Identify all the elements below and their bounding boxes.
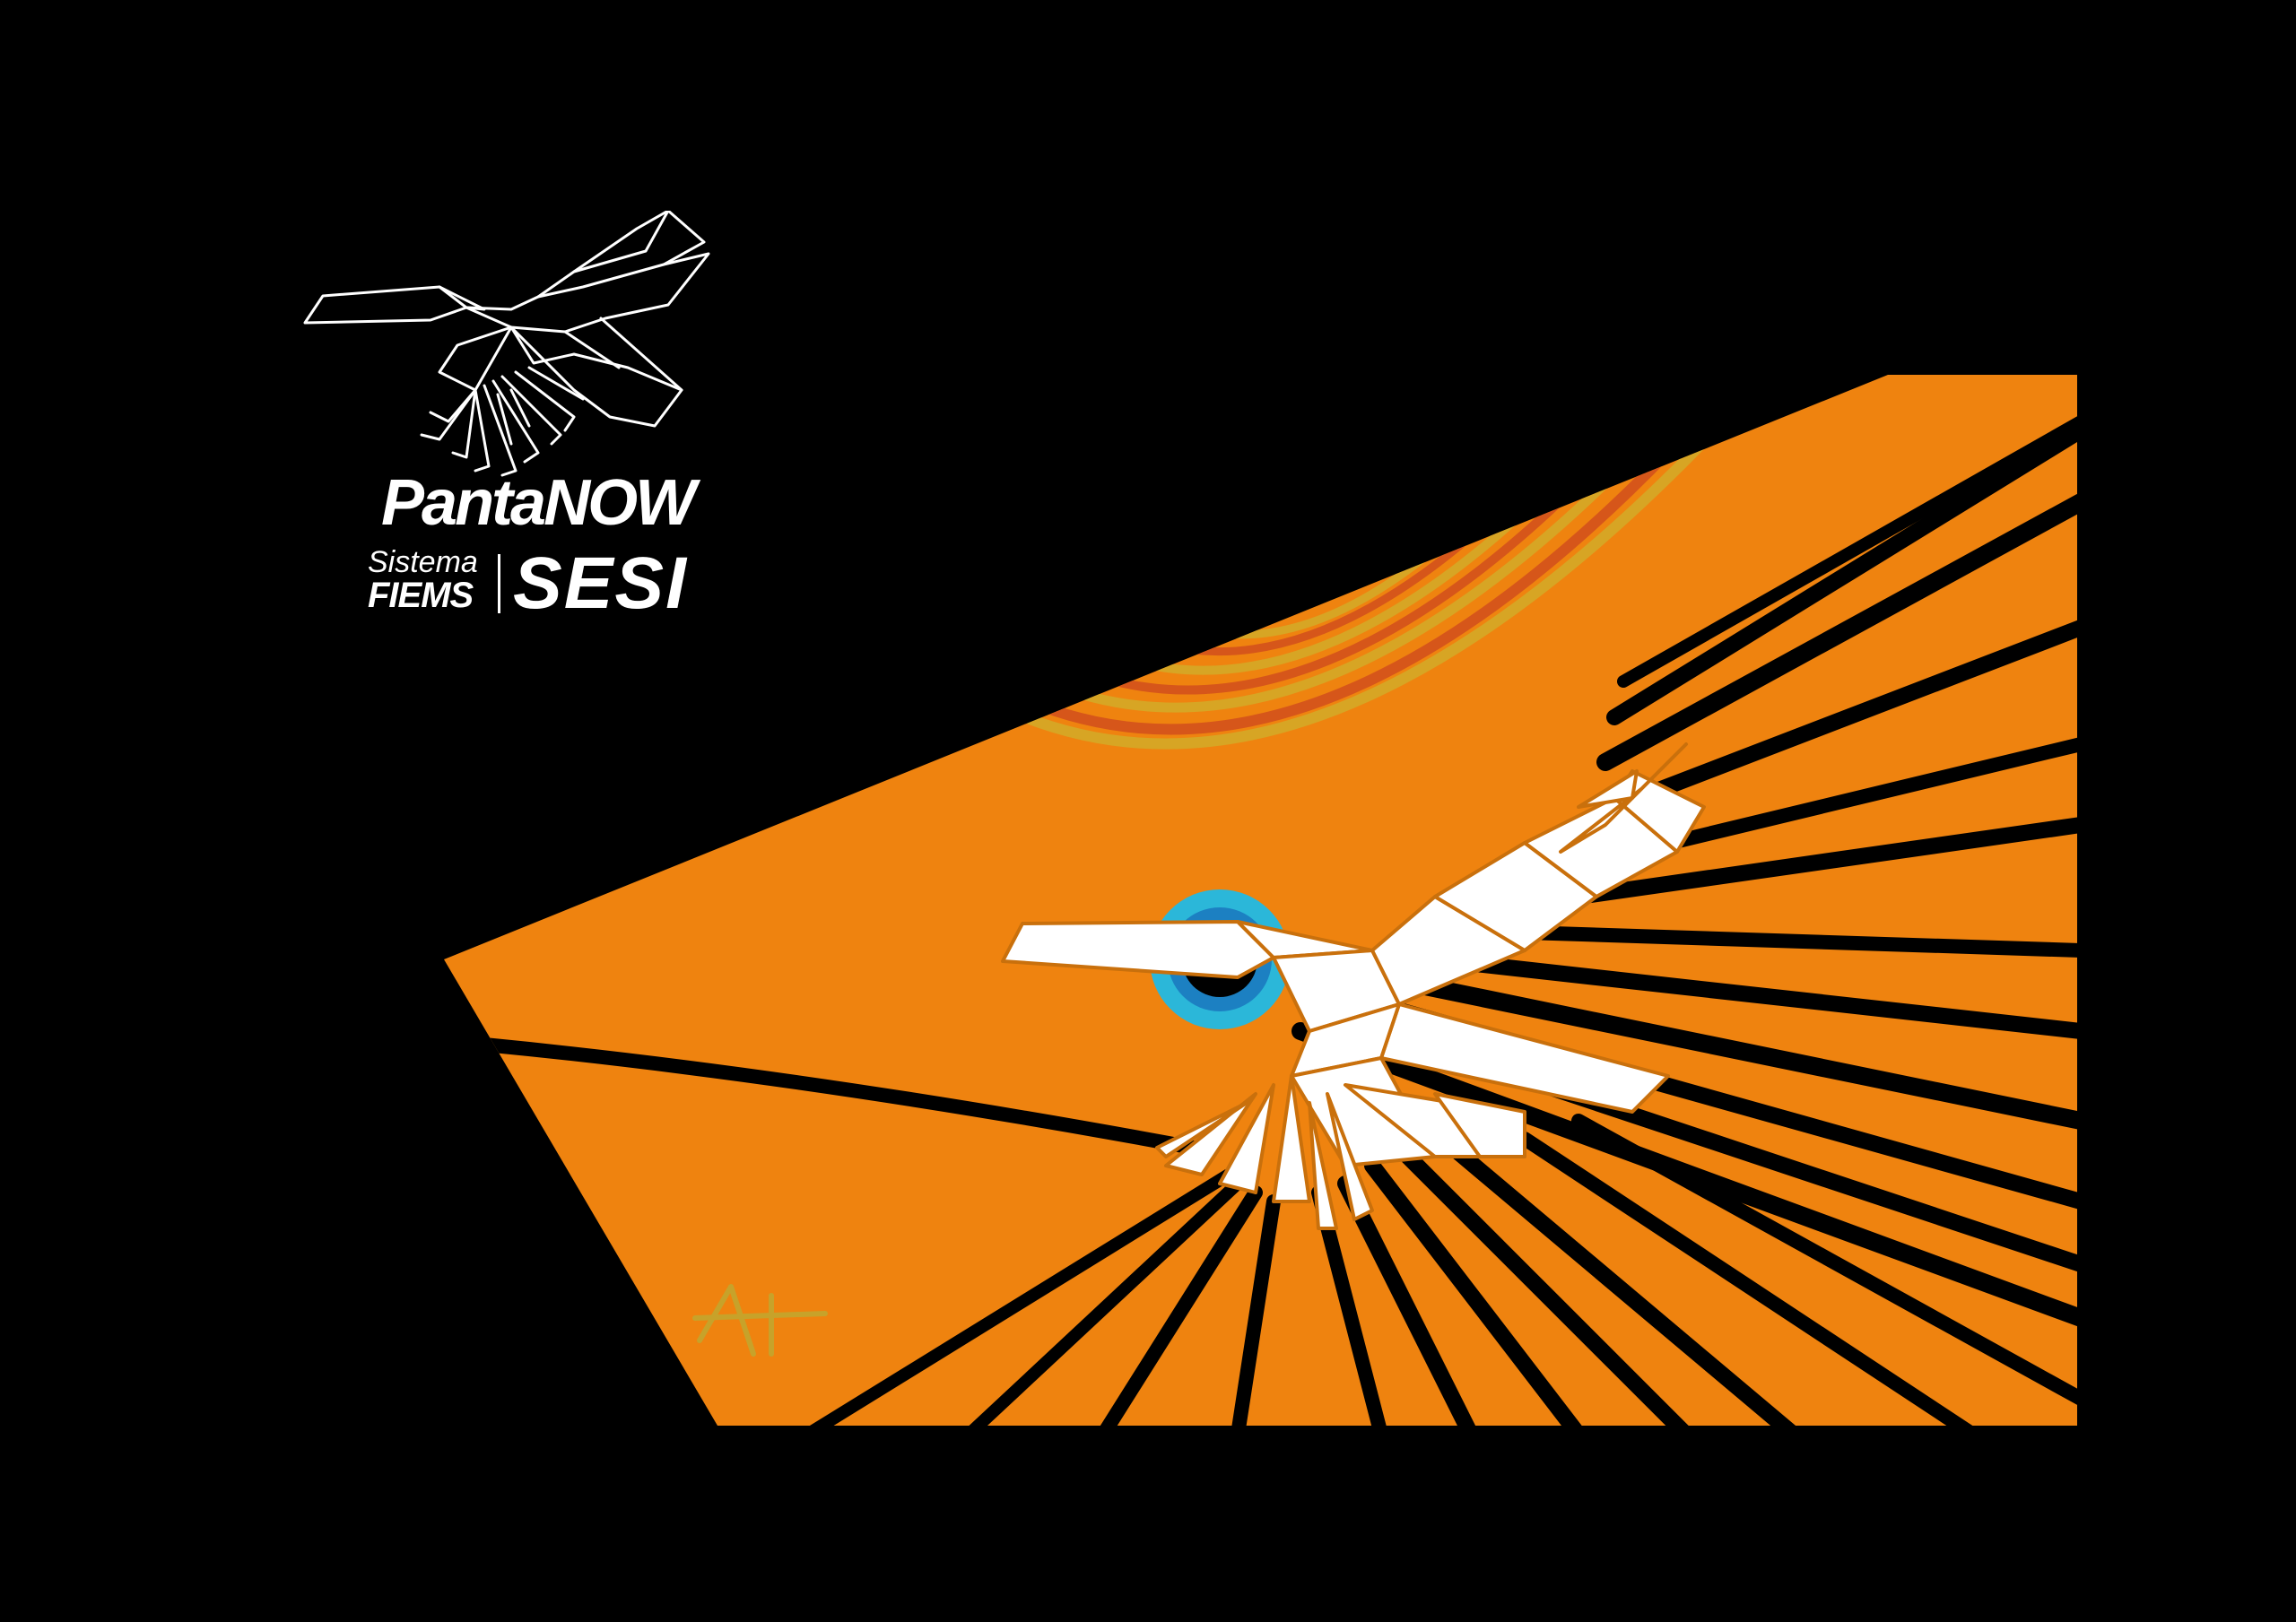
logo-divider — [498, 554, 500, 613]
artist-signature-icon — [692, 1284, 828, 1357]
fiems-label: FIEMS — [368, 576, 474, 615]
brand-name: PantaNOW — [381, 467, 696, 539]
radiating-stripes — [477, 415, 2077, 1426]
sesi-label: SESI — [513, 542, 688, 624]
geometric-toucan-icon — [303, 211, 710, 477]
toucan-body — [1001, 742, 1706, 1230]
pantanow-logo: PantaNOW Sistema FIEMS SESI — [296, 211, 726, 632]
sponsor-row: Sistema FIEMS SESI — [368, 547, 726, 628]
sistema-label: Sistema — [368, 545, 478, 579]
